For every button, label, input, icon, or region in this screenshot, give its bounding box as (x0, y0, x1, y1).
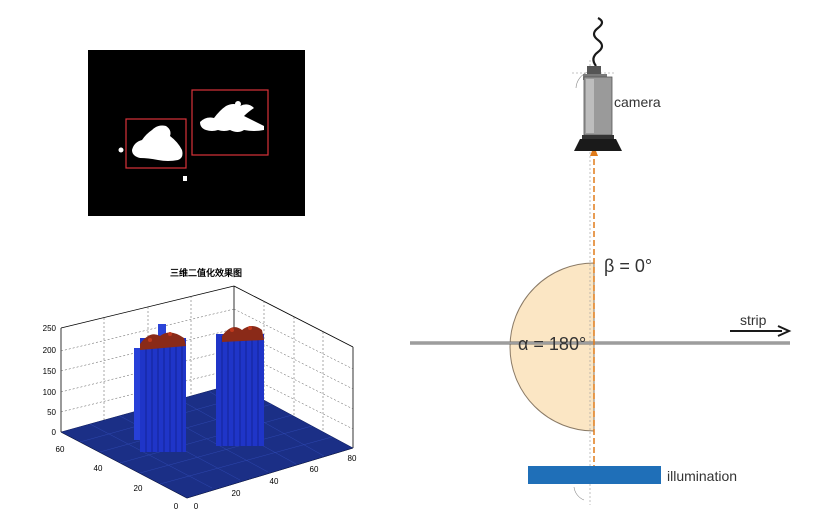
z-tick-label: 250 (43, 324, 57, 333)
beta-label: β = 0° (604, 256, 652, 276)
strip-arrow-icon (730, 325, 792, 337)
camera-geometry-diagram: camera β = 0° α = 180° strip illuminatio… (400, 0, 814, 525)
right-axis-tick-label: 60 (310, 465, 319, 474)
z-tick-label: 50 (47, 408, 56, 417)
illumination-label: illumination (667, 468, 737, 484)
left-axis-tick-label: 0 (174, 502, 179, 511)
left-axis-tick-label: 20 (134, 484, 143, 493)
left-detection-box (125, 118, 187, 169)
right-axis-tick-label: 20 (232, 489, 241, 498)
z-axis-ticks: 250 200 150 100 50 0 (43, 324, 57, 437)
right-detection-box (191, 89, 269, 156)
z-tick-label: 100 (43, 388, 57, 397)
illumination-bar (528, 466, 661, 484)
left-axis-tick-label: 40 (94, 464, 103, 473)
right-white-blob (200, 101, 264, 132)
surface-right-peak (216, 326, 264, 446)
z-tick-label: 200 (43, 346, 57, 355)
right-axis-tick-label: 80 (348, 454, 357, 463)
z-tick-label: 150 (43, 367, 57, 376)
surface-plot-title: 三维二值化效果图 (170, 267, 242, 278)
left-white-blob (118, 125, 187, 181)
z-tick-label: 0 (52, 428, 57, 437)
left-axis-ticks: 60 40 20 0 (56, 445, 179, 511)
left-axis-tick-label: 60 (56, 445, 65, 454)
right-axis-tick-label: 0 (194, 502, 199, 511)
strip-label: strip (740, 312, 767, 328)
alpha-label: α = 180° (518, 334, 586, 354)
surface-left-peak (134, 324, 186, 452)
camera-label: camera (614, 94, 661, 110)
binary-image-panel (88, 50, 305, 216)
surface-plot-panel: 三维二值化效果图 (0, 262, 380, 525)
alpha-semicircle (509, 262, 595, 432)
right-axis-tick-label: 40 (270, 477, 279, 486)
illumination-angle-mark (573, 486, 585, 501)
camera-icon (572, 17, 622, 151)
right-axis-ticks: 0 20 40 60 80 (194, 454, 357, 511)
